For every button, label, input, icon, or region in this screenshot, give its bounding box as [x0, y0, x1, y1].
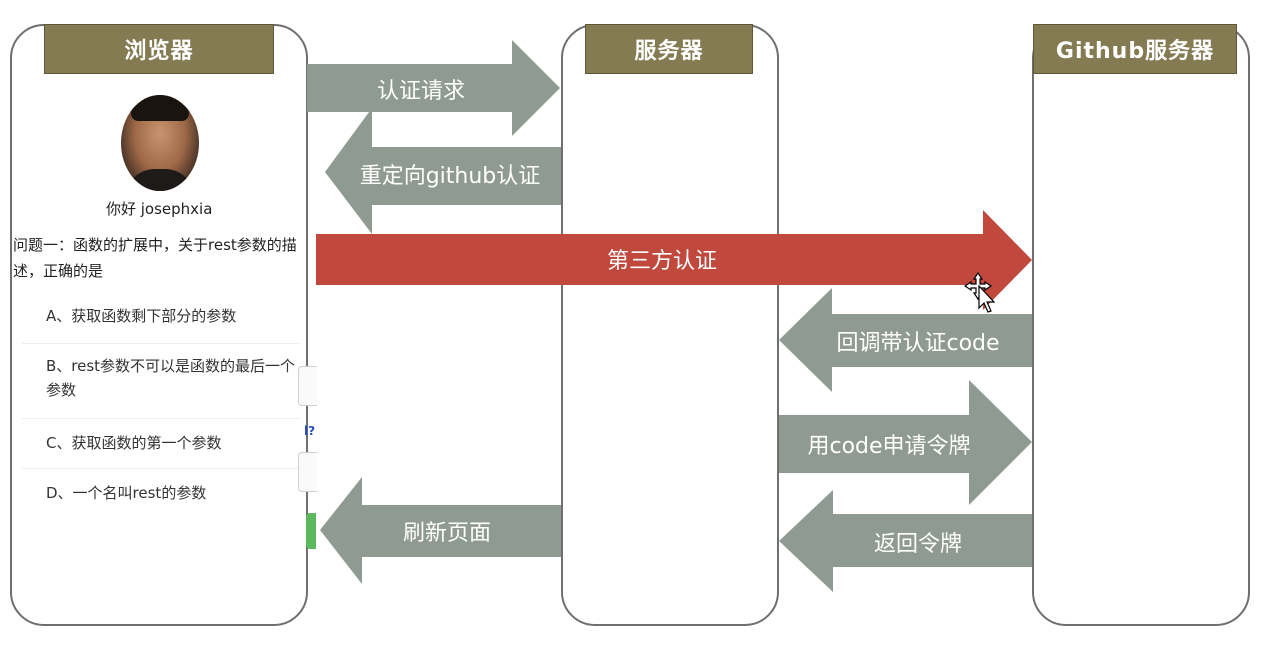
label-return-token: 返回令牌	[873, 532, 963, 557]
arrow-return-token	[779, 490, 1032, 592]
answer-option-b[interactable]: B、rest参数不可以是函数的最后一个参数	[22, 344, 300, 419]
answer-option-a[interactable]: A、获取函数剩下部分的参数	[22, 294, 300, 344]
arrow-redirect-github	[325, 108, 561, 234]
background-link[interactable]: l?	[304, 424, 316, 438]
arrow-request-token	[779, 380, 1032, 505]
greeting-text: 你好 josephxia	[106, 200, 213, 218]
arrow-refresh-page	[320, 477, 561, 584]
user-avatar	[121, 95, 199, 191]
label-auth-request: 认证请求	[376, 79, 466, 104]
answer-option-d[interactable]: D、一个名叫rest的参数	[22, 469, 300, 519]
move-cursor-icon	[964, 271, 996, 313]
server-title: 服务器	[585, 24, 753, 74]
label-callback-code: 回调带认证code	[836, 331, 1000, 356]
label-third-party-auth: 第三方认证	[606, 249, 718, 274]
github-server-column	[1032, 24, 1250, 626]
label-redirect-github: 重定向github认证	[359, 164, 541, 189]
label-refresh-page: 刷新页面	[402, 521, 492, 546]
label-request-token: 用code申请令牌	[807, 434, 971, 459]
question-text: 问题一：函数的扩展中，关于rest参数的描述，正确的是	[13, 236, 297, 280]
arrow-callback-code	[779, 288, 1032, 392]
server-column	[561, 24, 779, 626]
background-input-2[interactable]	[298, 452, 317, 492]
background-green-button[interactable]	[306, 513, 316, 549]
github-server-title: Github服务器	[1033, 24, 1237, 74]
arrow-third-party-auth	[316, 210, 1032, 310]
browser-title: 浏览器	[44, 24, 274, 74]
answer-option-c[interactable]: C、获取函数的第一个参数	[22, 419, 300, 469]
background-input-1[interactable]	[298, 366, 317, 406]
